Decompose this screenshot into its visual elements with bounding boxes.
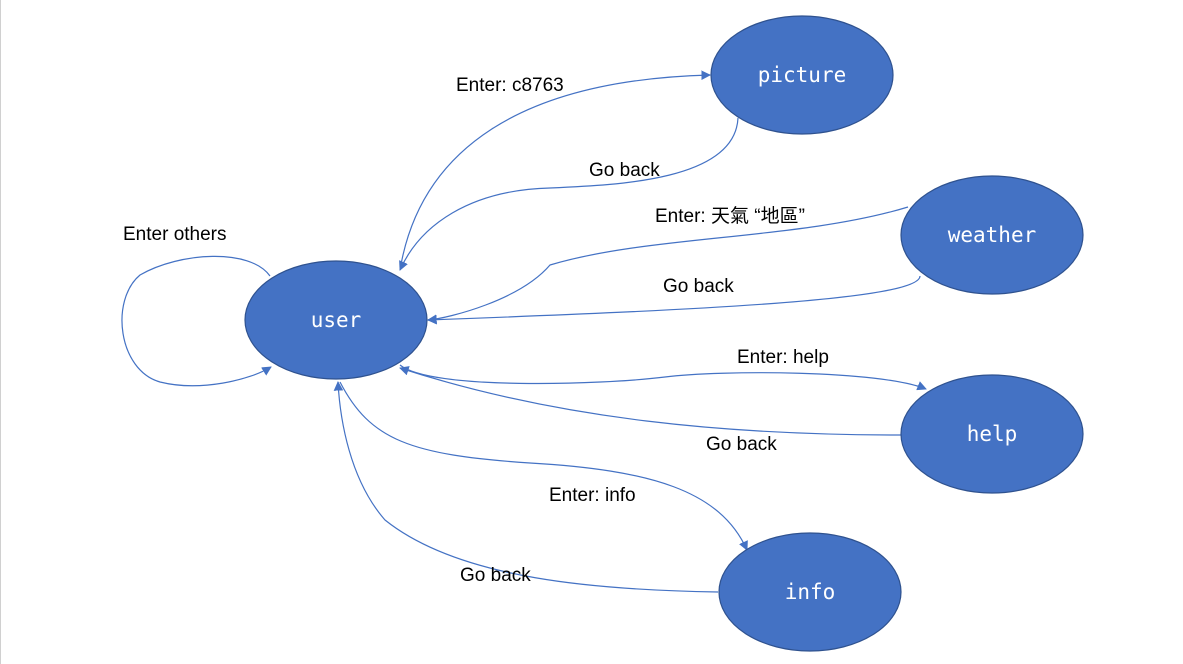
node-user-label: user	[311, 308, 362, 332]
node-help-shape	[900, 374, 1084, 494]
node-picture-shape	[710, 15, 894, 135]
edge-labels: Enter others Enter: c8763 Go back Enter:…	[123, 75, 829, 586]
edge-user-to-picture	[399, 70, 711, 271]
label-enter-picture: Enter: c8763	[456, 75, 564, 96]
edge-self-loop	[121, 255, 272, 387]
edges	[121, 70, 927, 593]
node-picture: picture	[710, 15, 894, 135]
edge-user-to-help	[399, 364, 927, 391]
left-border	[0, 0, 1, 664]
label-go-back-help: Go back	[706, 434, 777, 455]
node-user: user	[244, 260, 428, 380]
label-enter-weather: Enter: 天氣 “地區”	[655, 205, 805, 227]
edge-weather-to-user	[427, 206, 909, 324]
edge-help-to-user	[399, 366, 903, 436]
node-weather-label: weather	[948, 223, 1037, 247]
node-weather-shape	[900, 175, 1084, 295]
label-go-back-picture: Go back	[589, 160, 660, 181]
node-picture-label: picture	[758, 63, 847, 87]
edge-picture-to-user	[399, 117, 739, 271]
node-info-label: info	[785, 580, 836, 604]
label-go-back-info: Go back	[460, 565, 531, 586]
edge-user-to-info	[339, 381, 748, 551]
label-go-back-weather: Go back	[663, 276, 734, 297]
label-enter-others: Enter others	[123, 224, 227, 245]
node-help-label: help	[967, 422, 1018, 446]
edge-info-to-user	[333, 381, 719, 593]
node-info: info	[718, 532, 902, 652]
node-info-shape	[718, 532, 902, 652]
label-enter-info: Enter: info	[549, 485, 636, 506]
label-enter-help: Enter: help	[737, 347, 829, 368]
edge-user-to-weather-return	[427, 275, 921, 325]
node-user-shape	[244, 260, 428, 380]
node-weather: weather	[900, 175, 1084, 295]
node-help: help	[900, 374, 1084, 494]
